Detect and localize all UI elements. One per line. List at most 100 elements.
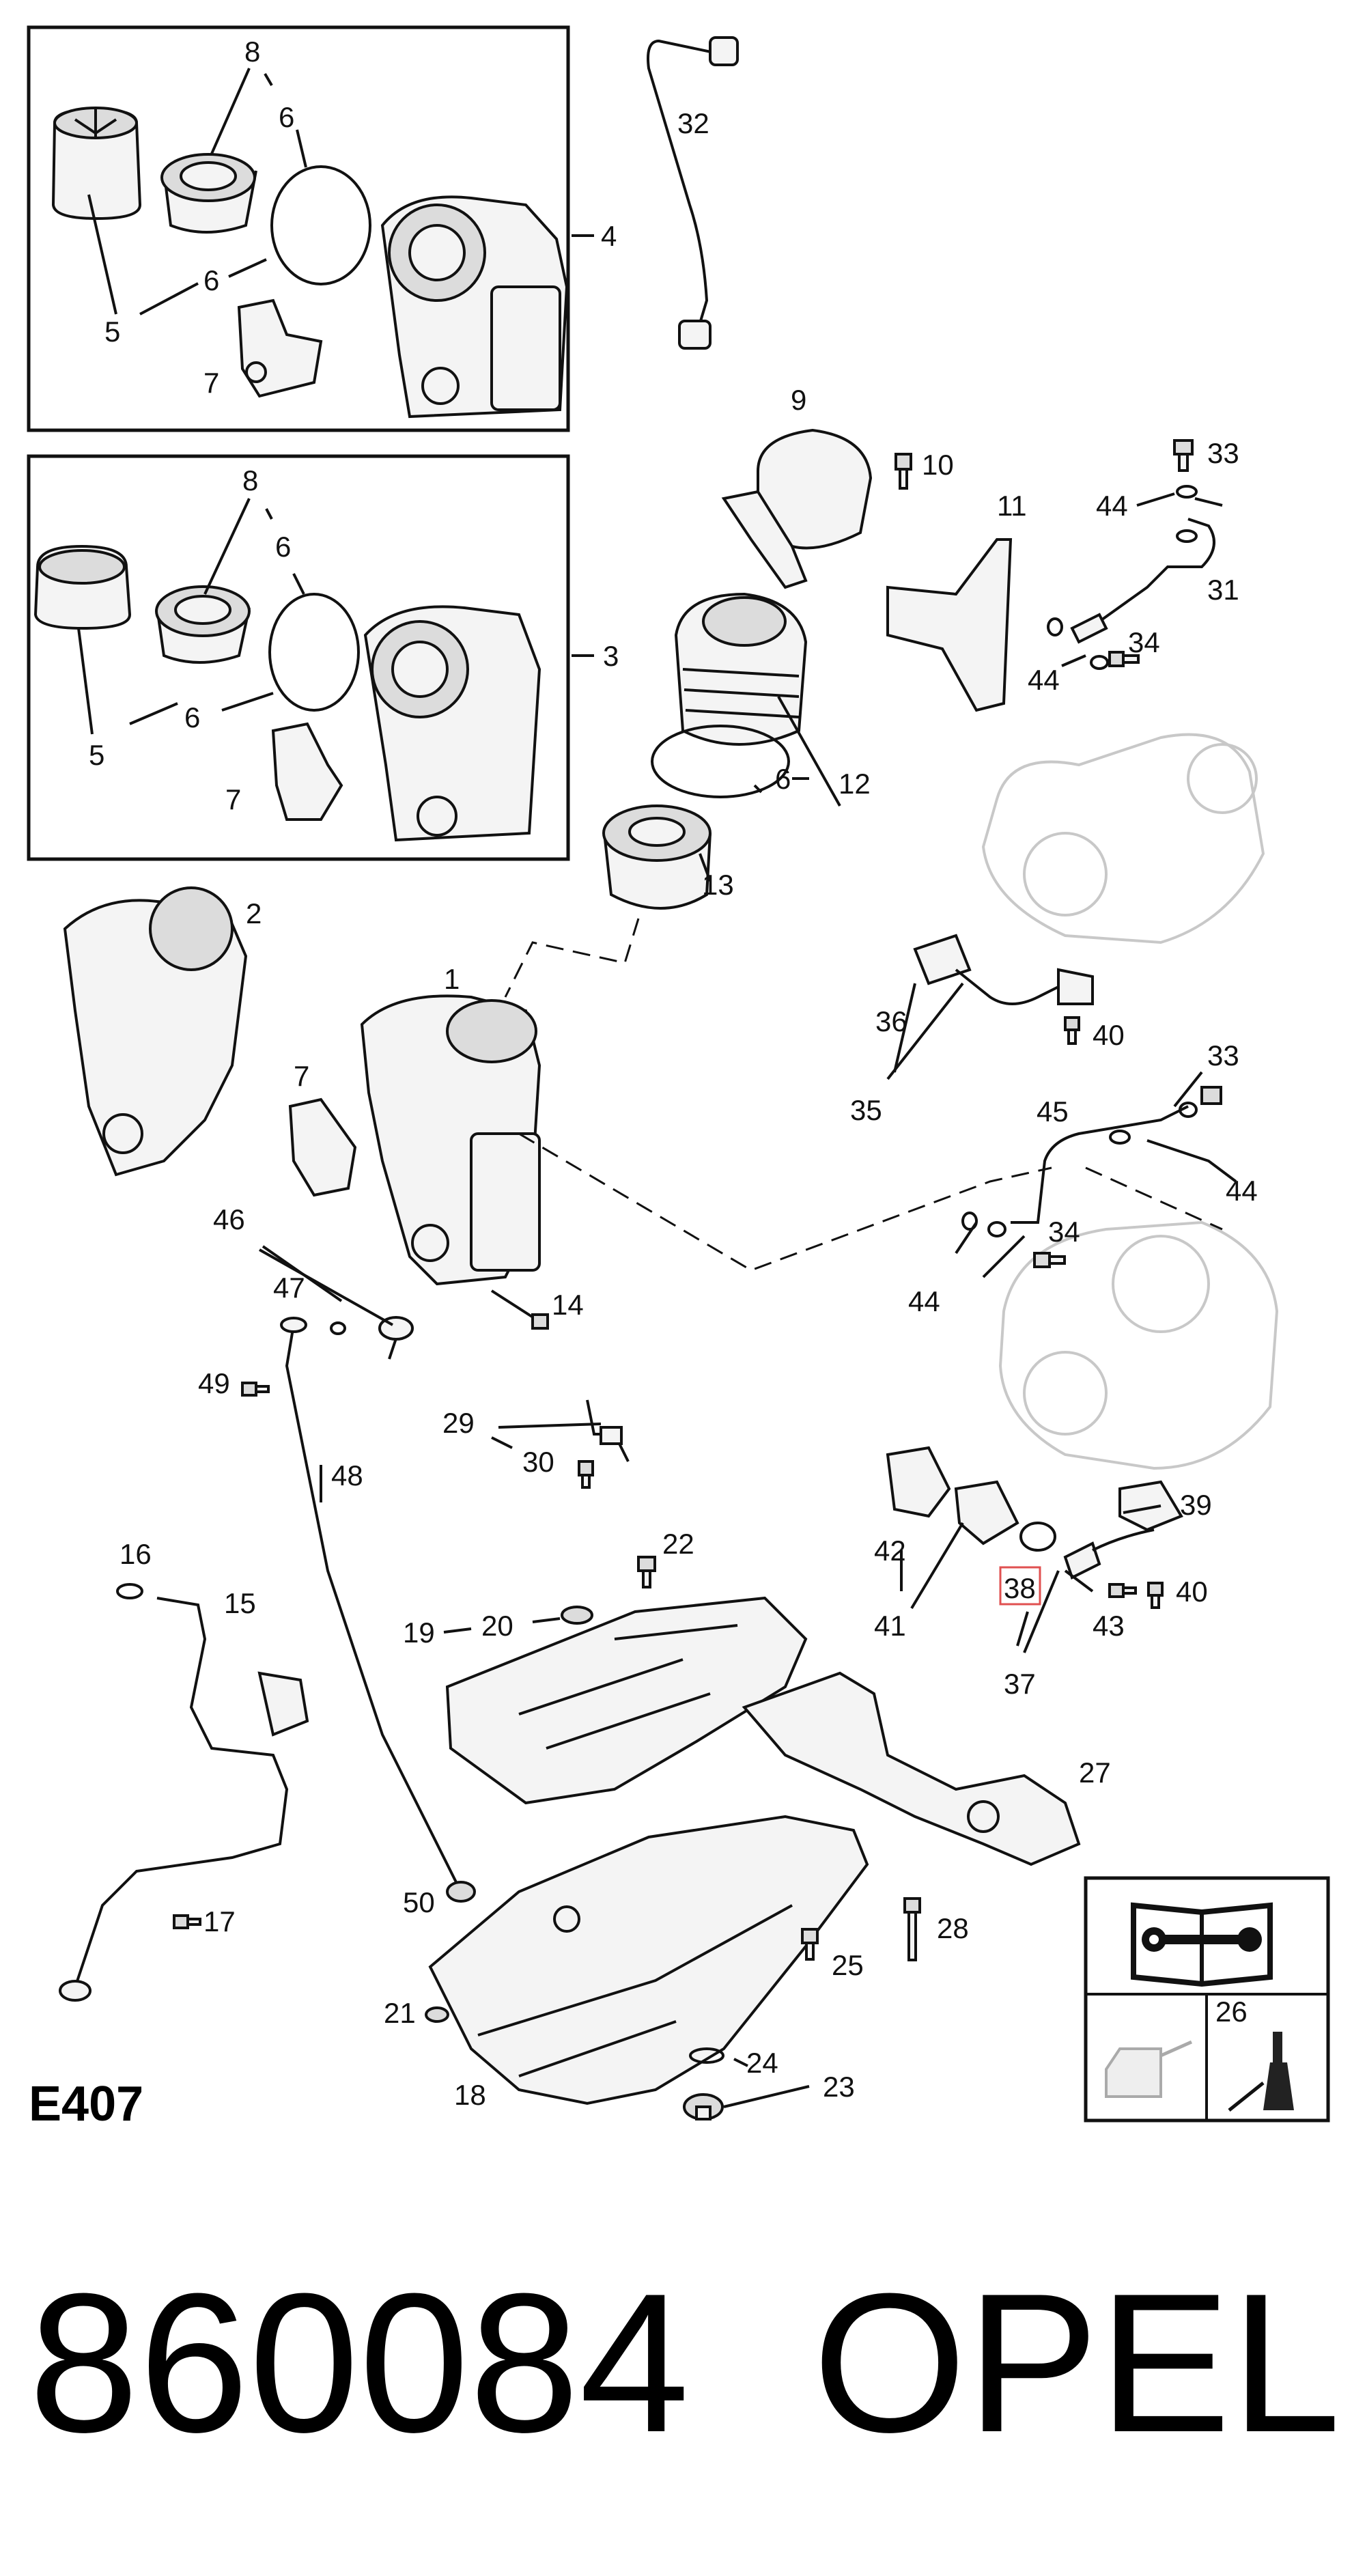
turbocharger-ghost-lower: [998, 1220, 1279, 1470]
assembly-line-13-1: [504, 918, 640, 998]
callout-25: 25: [832, 1949, 864, 1981]
callout-4: 4: [601, 220, 617, 252]
oil-filter-housing-4: [380, 195, 569, 419]
callout-8: 8: [244, 36, 260, 68]
assembly-line-45-turbo: [1085, 1166, 1223, 1231]
bolt-28: [903, 1897, 921, 1961]
callout-47: 47: [273, 1272, 305, 1304]
gasket-7-bottom: [271, 722, 343, 821]
callout-18: 18: [454, 2079, 486, 2111]
callout-30: 30: [522, 1446, 554, 1478]
callout-42: 42: [874, 1535, 906, 1567]
callout-36: 36: [875, 1005, 907, 1037]
gasket-38: [1019, 1522, 1056, 1552]
flange-41: [954, 1480, 1019, 1545]
callout-28: 28: [937, 1912, 969, 1944]
washer-44-e: [1179, 1102, 1198, 1118]
bolt-25: [801, 1928, 819, 1961]
filter-element-8-bottom: [155, 585, 251, 664]
callout-44: 44: [908, 1285, 940, 1317]
callout-32: 32: [677, 107, 709, 139]
bolt-40-lower-b: [1147, 1582, 1164, 1609]
bolt-40-lower-a: [1108, 1583, 1137, 1598]
washer-44-g: [961, 1212, 978, 1231]
sealant-tube-icon: [1228, 2032, 1294, 2112]
pipe-35: [913, 934, 1094, 1005]
bolt-17: [173, 1914, 201, 1929]
callout-6: 6: [279, 101, 294, 133]
callout-11: 11: [997, 490, 1027, 522]
callout-23: 23: [823, 2071, 855, 2103]
oil-filter-housing-2: [63, 886, 248, 1177]
callout-14: 14: [552, 1289, 584, 1321]
callout-33: 33: [1207, 437, 1239, 469]
callout-21: 21: [384, 1997, 416, 2029]
sensor-29: [586, 1399, 630, 1462]
filter-cap-5-top: [51, 107, 142, 221]
gasket-7-top: [237, 298, 323, 398]
washer-44-b: [1176, 529, 1198, 543]
callout-44: 44: [1096, 490, 1128, 522]
book-wrench-icon: [1131, 1902, 1273, 1987]
filter-element-8-top: [160, 153, 257, 234]
callout-2: 2: [246, 897, 262, 929]
callout-50: 50: [403, 1886, 435, 1918]
callout-34: 34: [1048, 1216, 1080, 1248]
callout-8: 8: [242, 464, 258, 496]
callout-22: 22: [662, 1528, 694, 1560]
plug-50: [446, 1881, 476, 1903]
callout-26: 26: [1215, 1996, 1248, 2028]
o-ring-6-main: [651, 725, 790, 798]
callout-6: 6: [275, 531, 291, 563]
oil-filter-housing-upper-9: [721, 428, 873, 589]
oil-filter-housing-1: [360, 994, 541, 1286]
washer-44-d: [1090, 655, 1109, 670]
gasket-7-main: [288, 1097, 357, 1197]
callout-48: 48: [331, 1459, 363, 1492]
washer-44-c: [1047, 617, 1063, 636]
diagram-code: E407: [29, 2077, 143, 2131]
callout-45: 45: [1037, 1095, 1069, 1128]
pipe-31: [1070, 518, 1215, 644]
callout-31: 31: [1207, 574, 1239, 606]
gasket-42: [886, 1446, 951, 1518]
callout-9: 9: [791, 384, 806, 416]
oil-filter-housing-3: [363, 605, 541, 842]
washer-44-f: [1109, 1130, 1131, 1145]
callout-13: 13: [702, 869, 734, 901]
inset-box-3: [27, 454, 570, 861]
bolt-49: [241, 1382, 270, 1397]
callout-41: 41: [874, 1610, 906, 1642]
filter-cap-12: [674, 592, 808, 746]
o-ring-16: [116, 1583, 143, 1599]
callout-10: 10: [922, 449, 954, 481]
oil-pan-18: [428, 1815, 869, 2105]
bolt-22: [637, 1556, 656, 1588]
bolt-10: [895, 453, 912, 490]
callout-5: 5: [89, 739, 104, 771]
filter-element-13: [602, 804, 712, 910]
callout-34: 34: [1128, 626, 1160, 658]
dipstick-handle-46: [378, 1316, 414, 1360]
callout-24: 24: [746, 2047, 778, 2079]
callout-44: 44: [1028, 664, 1060, 696]
callout-16: 16: [119, 1538, 152, 1570]
bracket-27: [742, 1671, 1081, 1866]
callout-33: 33: [1207, 1039, 1239, 1072]
callout-40: 40: [1176, 1576, 1208, 1608]
callout-49: 49: [198, 1367, 230, 1399]
dipstick-tube-48: [280, 1317, 466, 1899]
callout-38: 38: [1004, 1572, 1036, 1604]
o-ring-6-top: [270, 165, 371, 285]
part-number: 860084: [29, 2252, 690, 2474]
callout-19: 19: [403, 1616, 435, 1649]
oil-return-pipe-15: [59, 1597, 309, 2002]
bolt-34-top: [1108, 651, 1140, 667]
callout-1: 1: [444, 963, 460, 995]
baffle-plate-19: [445, 1596, 808, 1805]
leader-lines: [77, 68, 1237, 2108]
plug-21: [425, 2006, 449, 2023]
washer-44-a: [1176, 485, 1198, 499]
callout-43: 43: [1093, 1610, 1125, 1642]
